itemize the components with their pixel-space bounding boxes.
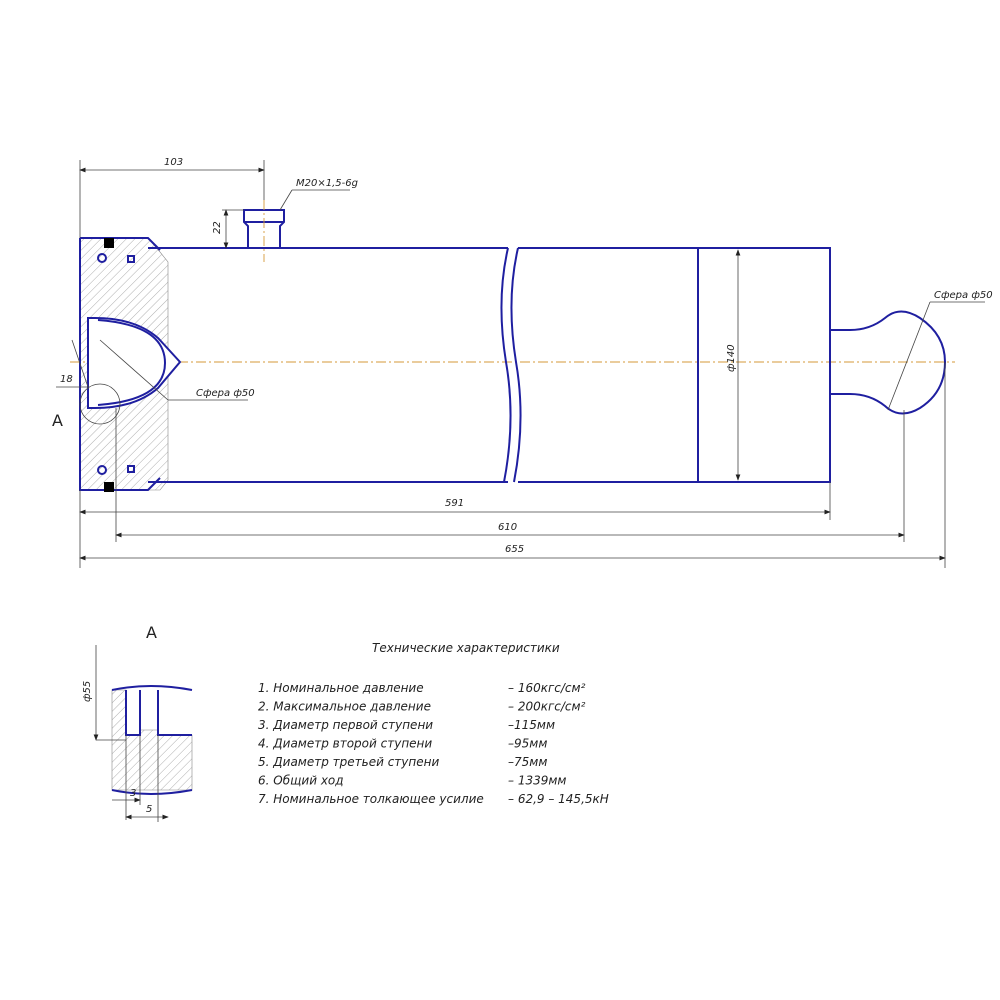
dim-591: 591 [445, 498, 464, 509]
spec-name: 7. Номинальное толкающее усилие [258, 792, 484, 806]
detail-a-view: А ф55 3 5 [82, 623, 193, 822]
sphere-seat-arc [97, 319, 167, 406]
seal-bottom-1 [104, 482, 114, 492]
sphere-left-leader [99, 339, 169, 401]
break-line-1 [500, 247, 512, 483]
barrel-left [148, 247, 508, 483]
seal-sq-bottom [127, 465, 135, 473]
seal-ring-top [97, 253, 107, 263]
barrel-right [518, 247, 698, 483]
spec-value: –115мм [508, 718, 555, 732]
cylinder-main-view [70, 200, 955, 492]
spec-name: 2. Максимальное давление [258, 700, 431, 714]
seal-top-1 [104, 238, 114, 248]
dim-18-leader [71, 339, 89, 388]
seal-ring-bottom [97, 465, 107, 475]
dim-18: 18 [60, 374, 73, 385]
thread-label: M20×1,5-6g [296, 178, 358, 189]
detail-5: 5 [146, 804, 152, 815]
spec-value: – 200кгс/см² [508, 700, 586, 714]
technical-specs: Технические характеристики 1. Номинально… [258, 641, 609, 806]
spec-name: 4. Диаметр второй ступени [258, 737, 432, 751]
specs-title: Технические характеристики [372, 641, 560, 655]
spec-value: – 160кгс/см² [508, 681, 586, 695]
detail-a-bottom [111, 789, 193, 795]
dimensions: 103 M20×1,5-6g 22 ф140 Сфера ф50 Сфера ф… [52, 157, 993, 568]
dim-610: 610 [498, 522, 517, 533]
view-a-label: А [52, 411, 63, 430]
sphere-right-label: Сфера ф50 [934, 290, 993, 301]
detail-d55: ф55 [82, 681, 93, 702]
spec-name: 5. Диаметр третьей ступени [258, 755, 439, 769]
dim-103: 103 [164, 157, 183, 168]
sphere-left-label: Сфера ф50 [196, 388, 255, 399]
barrel-collar [697, 247, 831, 483]
detail-3: 3 [130, 788, 136, 799]
spec-name: 1. Номинальное давление [258, 681, 424, 695]
spec-value: – 1339мм [508, 774, 566, 788]
break-line-2 [510, 247, 522, 483]
rod-sphere [830, 310, 947, 415]
detail-a-outline [125, 690, 192, 736]
spec-value: – 62,9 – 145,5кН [508, 792, 609, 806]
detail-a-top [111, 685, 193, 691]
sphere-right-leader [887, 301, 931, 411]
spec-name: 6. Общий ход [258, 774, 344, 788]
seal-sq-top [127, 255, 135, 263]
detail-a-callout [79, 383, 121, 425]
dim-d140: ф140 [726, 344, 737, 372]
thread-leader [279, 189, 293, 211]
dim-655: 655 [505, 544, 524, 555]
spec-value: –95мм [508, 737, 547, 751]
spec-value: –75мм [508, 755, 547, 769]
dim-22: 22 [212, 221, 223, 234]
detail-a-title: А [146, 623, 157, 642]
specs-list: 1. Номинальное давление – 160кгс/см² 2. Ма… [258, 681, 609, 806]
spec-name: 3. Диаметр первой ступени [258, 718, 433, 732]
